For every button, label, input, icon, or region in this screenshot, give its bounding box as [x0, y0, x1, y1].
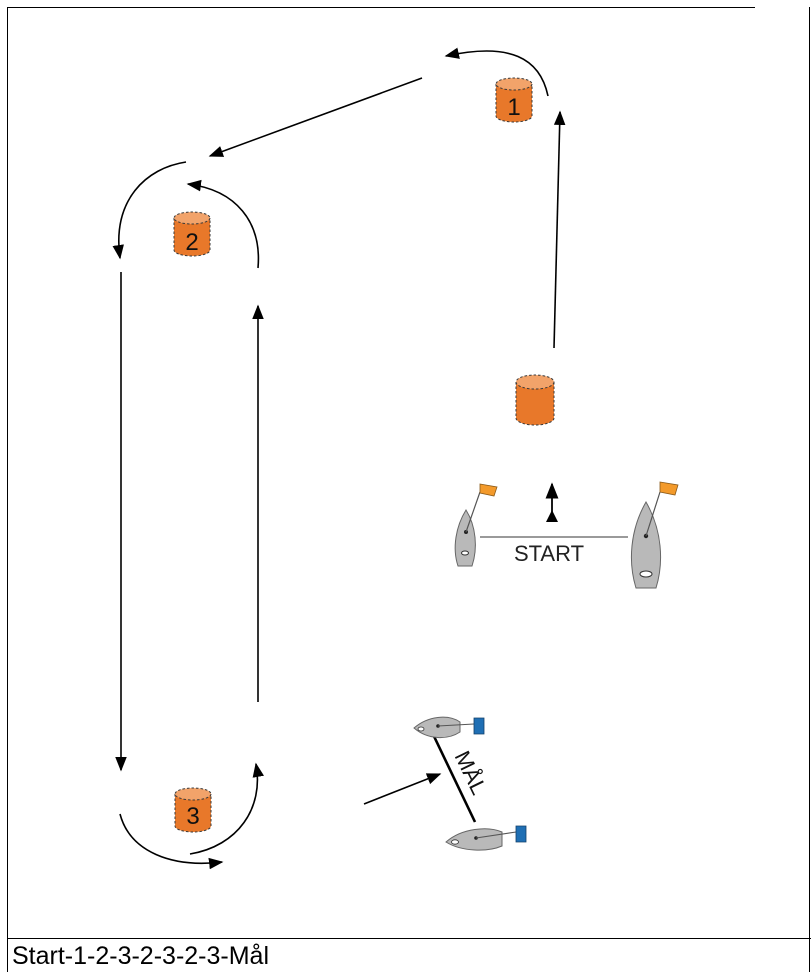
- finish-approach-arrow: [363, 773, 442, 805]
- rounding-3-outer-arrow: [119, 813, 224, 870]
- start-flag-right: [659, 481, 679, 496]
- rounding-2-inner-arrow: [186, 179, 260, 269]
- rounding-2-outer-arrow: [112, 161, 187, 260]
- mark-1-buoy: 1: [495, 77, 533, 123]
- mark-1-label: 1: [507, 94, 520, 121]
- leg-start-to-1-arrow: [553, 110, 566, 349]
- mark-2-buoy: 2: [173, 211, 211, 257]
- frame-left-border: [7, 7, 8, 972]
- finish-flag-bottom: [515, 825, 527, 843]
- finish-flag-top: [473, 717, 485, 735]
- start-label: START: [514, 541, 584, 566]
- course-diagram: 1 2 3 START: [112, 47, 679, 870]
- finish-boat-bottom: [445, 825, 527, 851]
- rounding-3-inner-arrow: [189, 762, 264, 855]
- finish-boat-top: [413, 716, 485, 738]
- rounding-1-arrow: [444, 47, 549, 97]
- mark-2-label: 2: [185, 229, 198, 256]
- start-flag-left: [479, 483, 498, 497]
- frame-top-border: [7, 7, 755, 8]
- start-committee-boat: [630, 481, 679, 589]
- start-pin-boat: [454, 483, 498, 567]
- offset-mark-buoy: [515, 374, 555, 426]
- mark-3-buoy: 3: [174, 787, 212, 833]
- finish-line-group: MÅL: [413, 716, 527, 851]
- finish-label: MÅL: [450, 747, 492, 799]
- start-line-group: START: [454, 481, 679, 589]
- mark-3-label: 3: [186, 803, 199, 830]
- leg-1-to-2-arrow: [208, 77, 423, 157]
- caption-divider: [7, 938, 811, 939]
- course-caption: Start-1-2-3-2-3-2-3-Mål: [12, 942, 270, 970]
- frame-right-border: [809, 7, 810, 972]
- finish-line: [429, 729, 477, 823]
